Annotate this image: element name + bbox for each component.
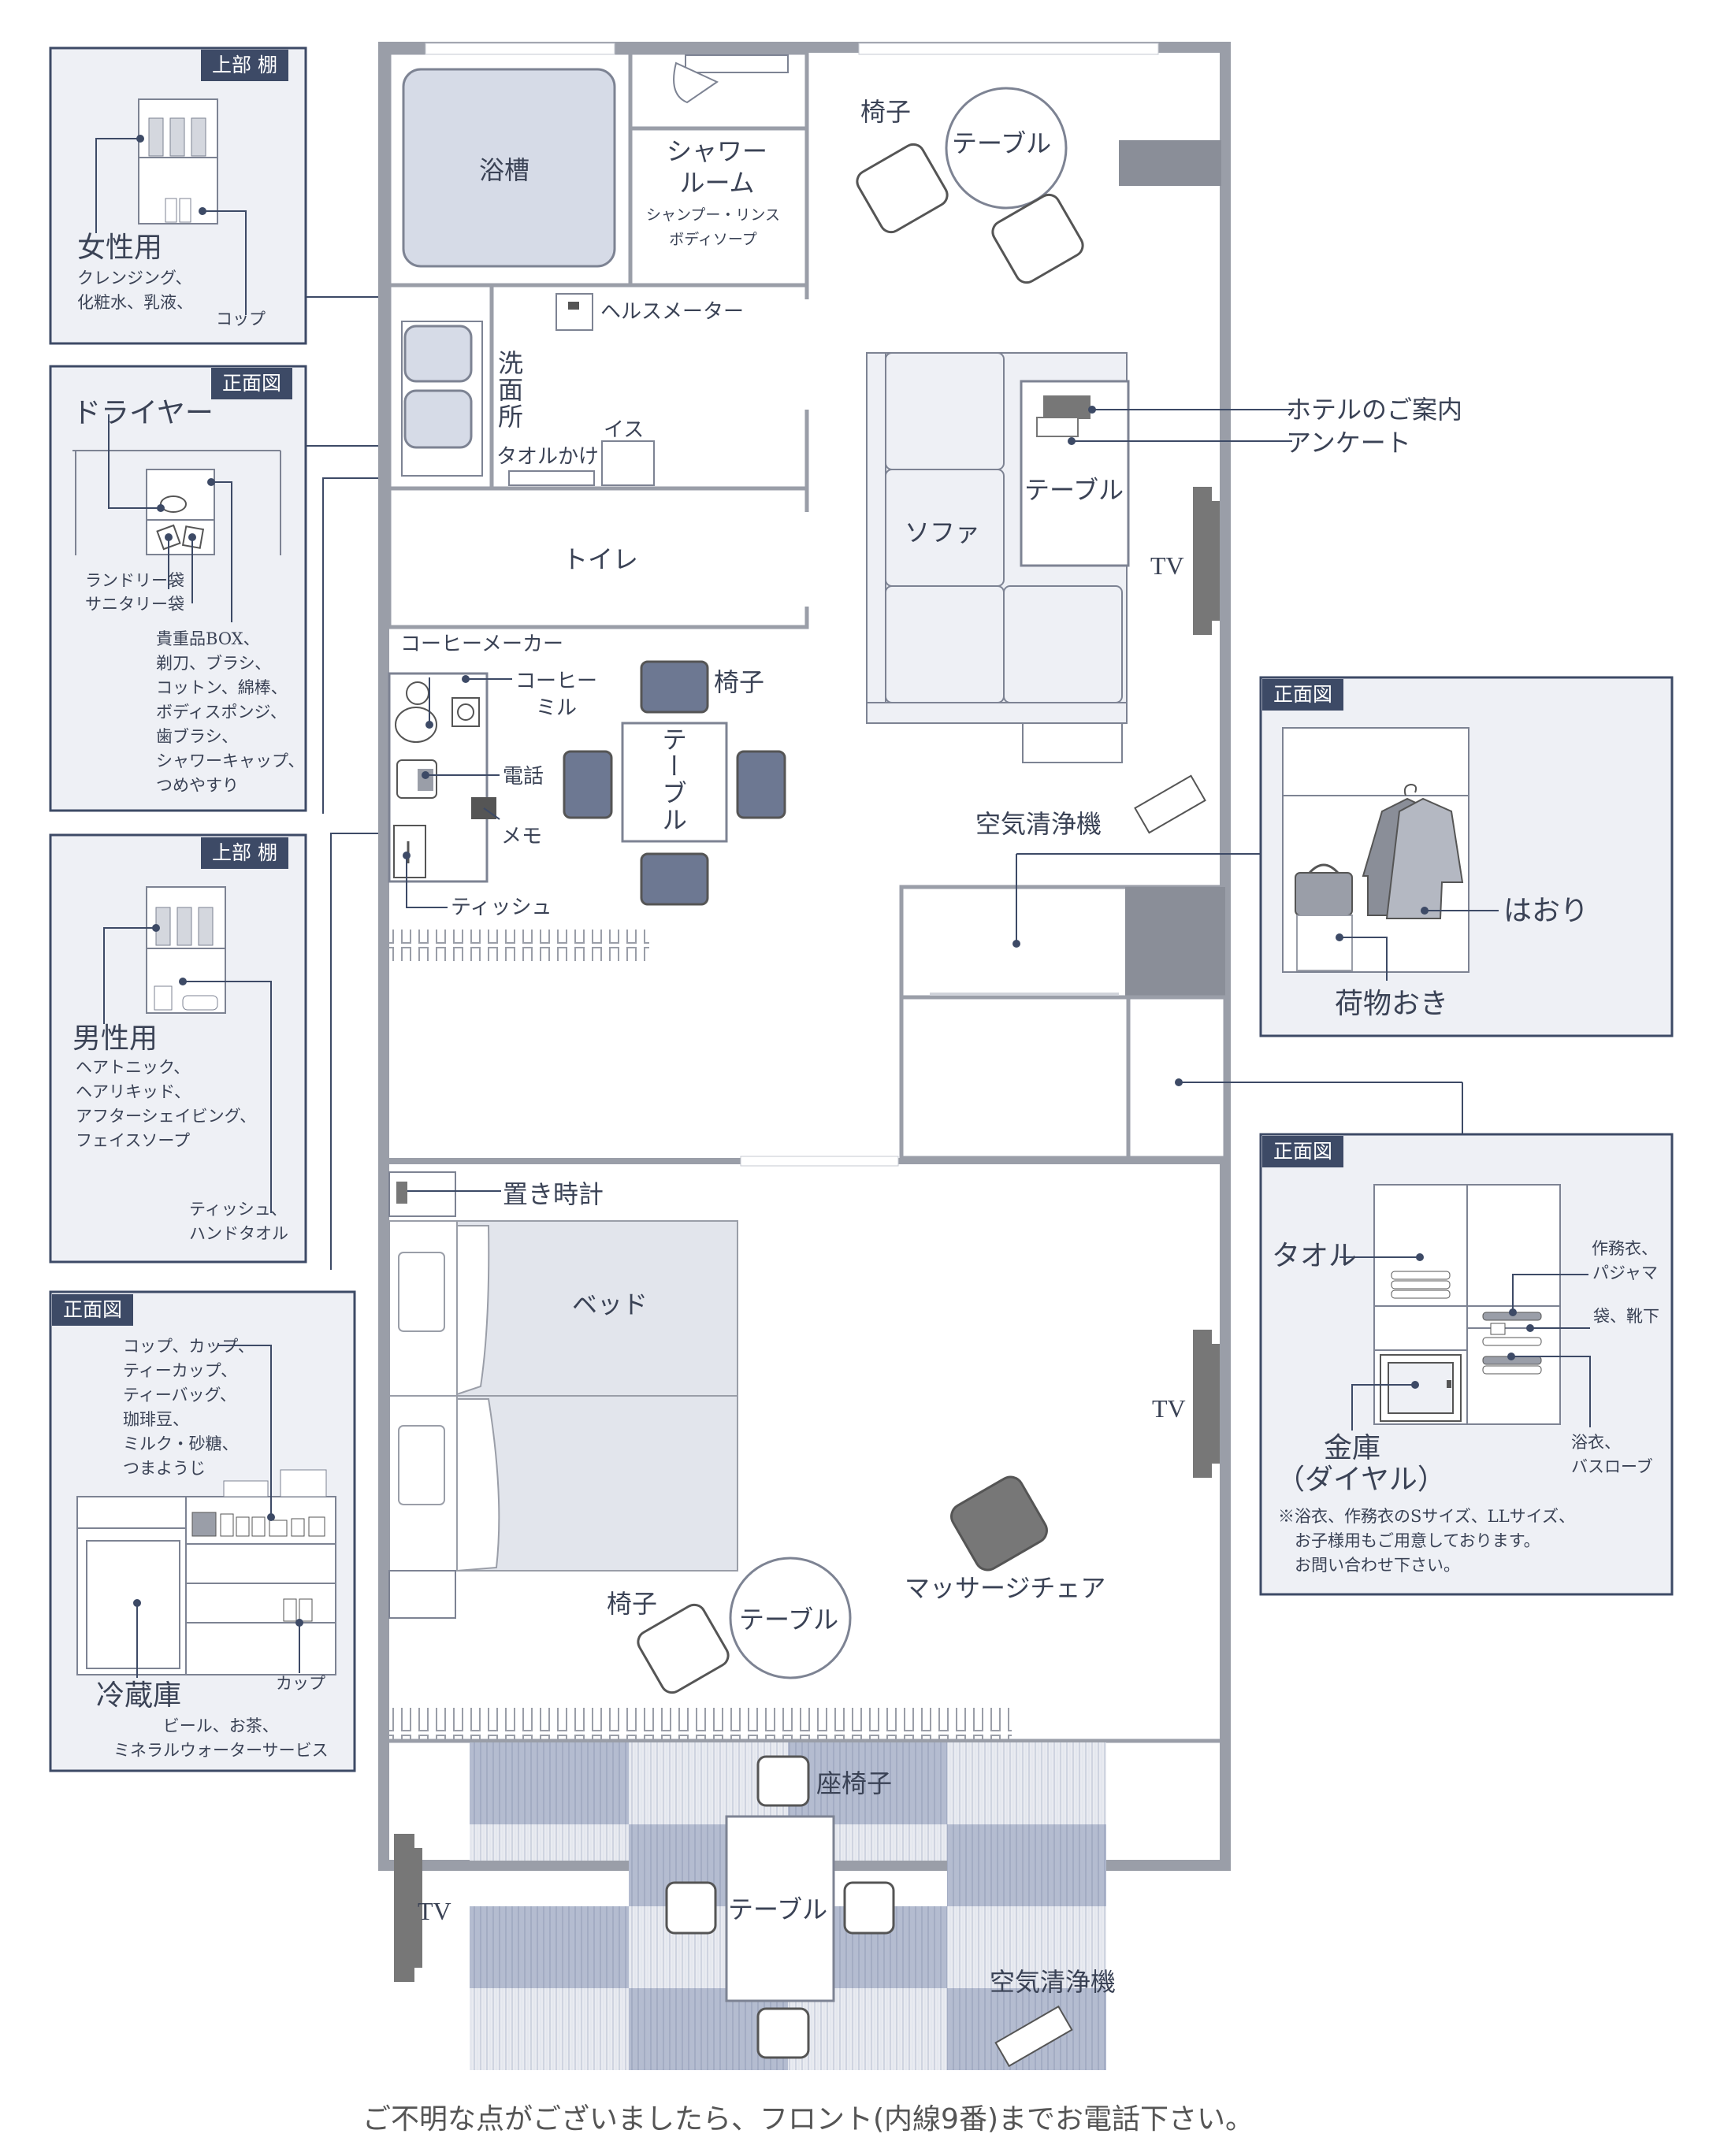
safe-dial-label: （ダイヤル） [1276, 1464, 1446, 1496]
living-table-label: テーブル [952, 128, 1052, 158]
fridge-cup: カップ [276, 1674, 325, 1693]
tatami-room [470, 1742, 1106, 2070]
luggage-label: 荷物おき [1335, 988, 1449, 1020]
memo-label: メモ [501, 825, 543, 848]
wardrobe-tag: 正面図 [1262, 1136, 1344, 1167]
massage-chair-label: マッサージチェア [905, 1573, 1106, 1603]
yukata-label: 浴衣、 バスローブ [1571, 1433, 1653, 1476]
women-shelf-tag: 上部 棚 [201, 50, 288, 81]
panel-dryer-front [49, 365, 307, 812]
living-chair-label: 椅子 [860, 97, 912, 127]
phone-label: 電話 [503, 765, 544, 789]
shower-amenities-label: シャンプー・リンス ボディソープ [646, 206, 781, 248]
bags-socks-label: 袋、靴下 [1593, 1307, 1659, 1326]
bedroom-table-label: テーブル [739, 1605, 839, 1635]
dining-table-label: テーブル [658, 726, 688, 833]
washroom-label: 洗面所 [494, 350, 524, 430]
tissue-label: ティッシュ [451, 896, 552, 919]
tv-label-tatami: TV [418, 1897, 451, 1925]
wardrobe-note: ※浴衣、作務衣のSサイズ、LLサイズ、 お子様用もご用意しております。 お問い合… [1278, 1507, 1576, 1575]
fridge-cups-list: コップ、カップ、 ティーカップ、 ティーバッグ、 珈琲豆、 ミルク・砂糖、 つま… [123, 1337, 255, 1478]
dining-set [563, 660, 786, 906]
tv-label-bedroom: TV [1152, 1394, 1186, 1423]
men-title: 男性用 [72, 1022, 158, 1055]
fridge-drinks: ビール、お茶、 ミネラルウォーターサービス [113, 1716, 329, 1760]
tatami-table-label: テーブル [728, 1894, 828, 1924]
panel-fridge-front [49, 1290, 356, 1772]
towel-rack-label: タオルかけ [496, 445, 600, 469]
bathtub-label: 浴槽 [479, 155, 530, 185]
valuables-list: 貴重品BOX、 剃刀、ブラシ、 コットン、綿棒、 ボディスポンジ、 歯ブラシ、 … [156, 629, 305, 795]
living-furniture [394, 87, 1292, 1982]
coffee-counter [388, 672, 512, 908]
safe-label: 金庫 [1324, 1432, 1381, 1464]
sofa-label: ソファ [905, 518, 981, 547]
panel-closet-front [1012, 676, 1674, 1037]
women-cup: コップ [216, 310, 266, 328]
health-meter-label: ヘルスメーター [600, 300, 745, 324]
panel-wardrobe-front [1175, 1078, 1674, 1596]
haori-label: はおり [1503, 895, 1589, 927]
coffee-mill-label: コーヒー ミル [515, 670, 598, 720]
dryer-title: ドライヤー [72, 397, 214, 429]
air-purifier-label-tatami: 空気清浄機 [990, 1967, 1117, 1997]
coffee-maker-label: コーヒーメーカー [400, 633, 563, 656]
closet-tag: 正面図 [1262, 679, 1344, 711]
dining-chair-label: 椅子 [714, 667, 765, 697]
panel-women-top-shelf [49, 46, 307, 345]
women-items: クレンジング、 化粧水、乳液、 [77, 269, 193, 312]
air-purifier-label-living: 空気清浄機 [975, 809, 1102, 839]
women-title: 女性用 [77, 232, 163, 264]
fridge-tag: 正面図 [52, 1294, 134, 1326]
men-items: ヘアトニック、 ヘアリキッド、 アフターシェイビング、 フェイスソープ [76, 1058, 257, 1150]
floor-chair-label: 座椅子 [816, 1768, 893, 1798]
bath-fixtures [401, 54, 789, 486]
bedroom-furniture [388, 1171, 1048, 1694]
survey-label: アンケート [1286, 428, 1411, 458]
bed-label: ベッド [572, 1290, 648, 1319]
laundry-bag-label: ランドリー袋 [85, 571, 184, 590]
bedroom-chair-label: 椅子 [607, 1589, 658, 1619]
samue-label: 作務衣、 パジャマ [1592, 1239, 1658, 1282]
hotel-guide-label: ホテルのご案内 [1286, 395, 1463, 425]
sofa-table-label: テーブル [1024, 475, 1124, 505]
shower-room-label: シャワー ルーム [667, 136, 768, 198]
sanitary-bag-label: サニタリー袋 [85, 595, 184, 614]
fridge-title: 冷蔵庫 [96, 1679, 182, 1712]
footer-note: ご不明な点がございましたら、フロント(内線9番)までお電話下さい。 [362, 2103, 1254, 2136]
stool-label: イス [604, 418, 645, 442]
tv-label-living: TV [1150, 551, 1184, 580]
clock-label: 置き時計 [503, 1179, 604, 1209]
towel-label: タオル [1272, 1240, 1358, 1272]
dryer-tag: 正面図 [211, 368, 293, 399]
toilet-label: トイレ [563, 544, 639, 574]
men-tissue: ティッシュ、 ハンドタオル [189, 1200, 288, 1243]
panel-men-top-shelf [49, 833, 307, 1264]
men-shelf-tag: 上部 棚 [201, 837, 288, 869]
